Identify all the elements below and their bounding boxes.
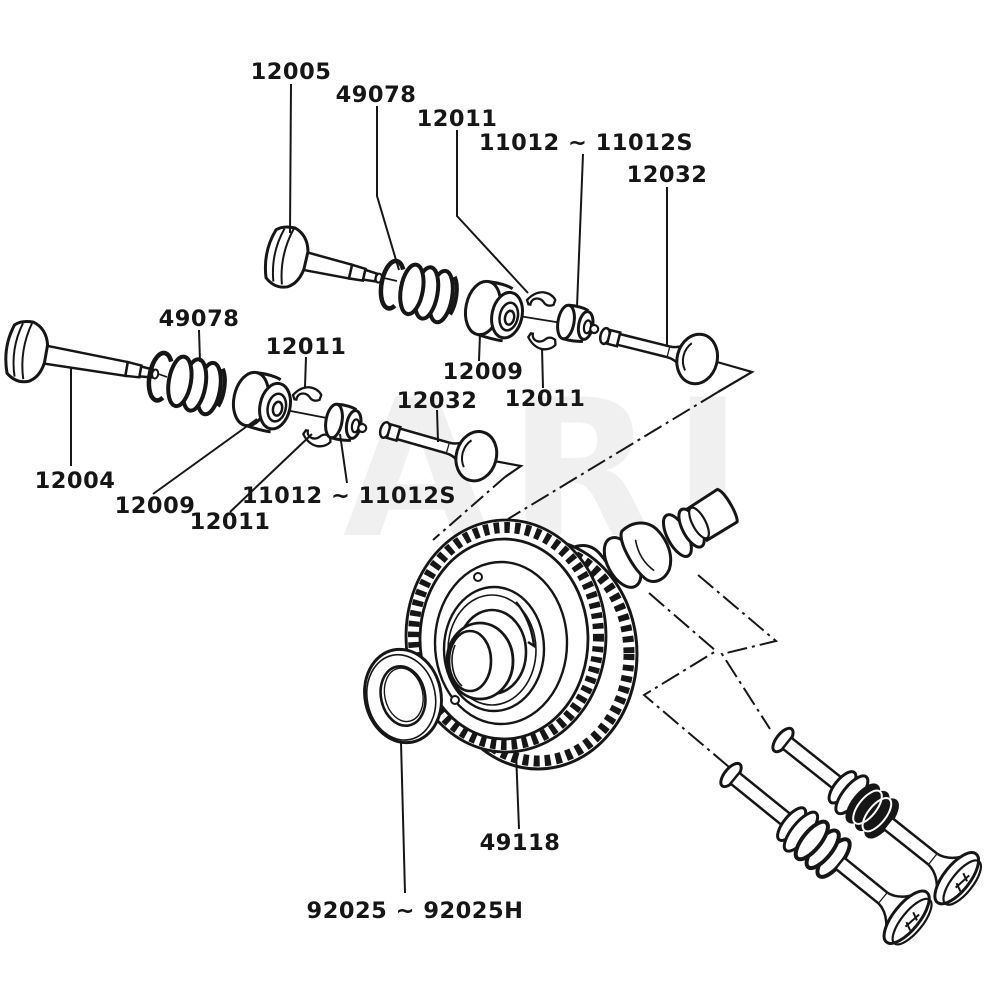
- centerline-left-row: [432, 476, 506, 541]
- part-labels: 12005 49078 12011 11012 ∼ 11012S 12032 4…: [35, 59, 708, 924]
- label-11012-left: 11012 ∼ 11012S: [242, 483, 456, 509]
- pointer-chevron-left: [493, 459, 524, 478]
- label-49078-left: 49078: [159, 306, 240, 332]
- label-49078-upper: 49078: [336, 82, 417, 108]
- shim-washer: [363, 647, 443, 745]
- pointer-chevron-upper: [709, 358, 755, 393]
- locating-lines: [432, 358, 779, 790]
- label-12004: 12004: [35, 468, 116, 494]
- centerline-valve-2: [642, 592, 756, 790]
- label-12009-left: 12009: [115, 493, 196, 519]
- assembled-valve-2: [771, 726, 983, 906]
- label-12011-upper: 12011: [417, 106, 498, 132]
- label-11012-upper: 11012 ∼ 11012S: [479, 130, 693, 156]
- centerline-upper-row: [507, 391, 719, 520]
- cam-gear: [404, 518, 639, 771]
- label-12011-left: 12011: [266, 334, 347, 360]
- label-12011-upper-2: 12011: [505, 386, 586, 412]
- label-12009-upper: 12009: [443, 359, 524, 385]
- centerline-valve-1: [697, 574, 779, 730]
- label-49118: 49118: [480, 830, 561, 856]
- leader-lines: [70, 83, 668, 894]
- label-12032-upper: 12032: [627, 162, 708, 188]
- label-92025: 92025 ∼ 92025H: [307, 898, 524, 924]
- label-12032-left: 12032: [397, 388, 478, 414]
- assembled-valve-1: [719, 761, 933, 946]
- label-12011-left-2: 12011: [190, 509, 271, 535]
- label-12005: 12005: [251, 59, 332, 85]
